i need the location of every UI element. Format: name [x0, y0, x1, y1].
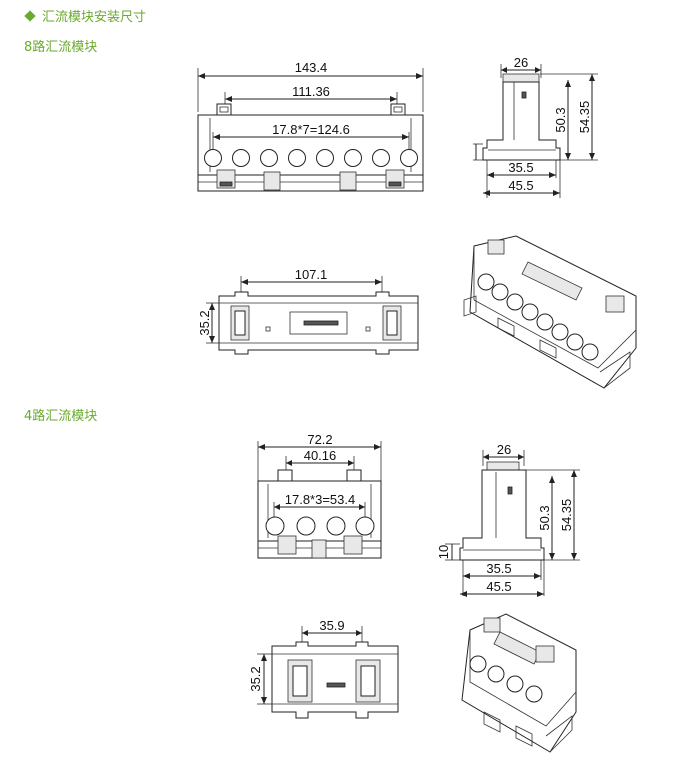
dim-8-side-top: 26	[514, 55, 528, 70]
dim-4-side-foot: 10	[436, 545, 451, 559]
dim-4-bottom-height: 35.2	[248, 666, 263, 691]
front-view-8: 143.4 111.36 17.8*7=124.6	[197, 60, 424, 192]
front-view-4: 72.2 40.16 17.8*3=53.4	[257, 432, 382, 559]
dim-8-side-rail: 35.5	[508, 160, 533, 175]
isometric-view-8	[463, 235, 637, 389]
dim-4-side-h1: 50.3	[537, 505, 552, 530]
subsection-title-4: 4路汇流模块	[24, 409, 98, 424]
dim-8-mount-width: 111.36	[292, 84, 330, 99]
bottom-view-8: 107.1 35.2	[197, 267, 419, 355]
section-title-text: 汇流模块安装尺寸	[42, 10, 147, 25]
dim-8-total-width: 143.4	[295, 60, 328, 75]
section-title: 汇流模块安装尺寸	[22, 6, 146, 25]
dim-4-side-base: 45.5	[486, 579, 511, 594]
dim-8-side-h2: 54.35	[577, 101, 592, 134]
dim-4-mount-width: 40.16	[304, 448, 337, 463]
dim-8-bottom-width: 107.1	[295, 267, 328, 282]
dim-8-side-base: 45.5	[508, 178, 533, 193]
bottom-view-4: 35.9 35.2	[248, 618, 399, 719]
dim-8-side-h1: 50.3	[553, 107, 568, 132]
subsection-title-8: 8路汇流模块	[24, 40, 98, 55]
dim-8-bottom-height: 35.2	[197, 310, 212, 335]
dim-4-side-top: 26	[497, 442, 511, 457]
dim-4-side-h2: 54.35	[559, 499, 574, 532]
dim-4-side-rail: 35.5	[486, 561, 511, 576]
isometric-view-4	[461, 613, 577, 753]
dim-4-total-width: 72.2	[307, 432, 332, 447]
side-view-4: 26 50.3 54.35 10 35.5 45.5	[436, 442, 580, 597]
side-view-8: 26 50.3 54.35 35.5 45.5	[473, 55, 598, 198]
dim-4-pitch: 17.8*3=53.4	[285, 492, 355, 507]
dim-8-pitch: 17.8*7=124.6	[272, 122, 350, 137]
dim-4-bottom-width: 35.9	[319, 618, 344, 633]
